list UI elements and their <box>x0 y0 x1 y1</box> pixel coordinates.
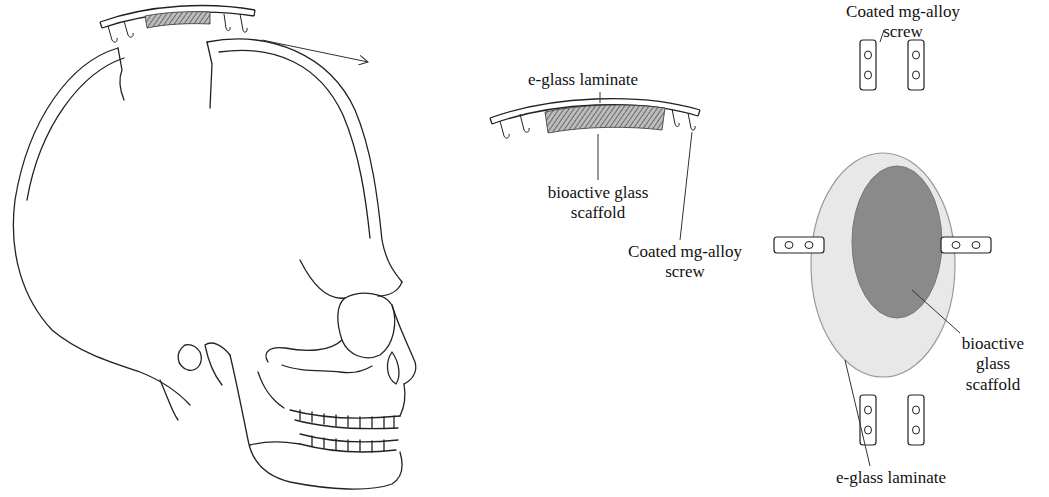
part-label: bioactive glass scaffold <box>538 183 658 224</box>
part-label: Coated mg-alloy screw <box>838 2 968 43</box>
skull-sketch <box>13 39 415 489</box>
part-label: e-glass laminate <box>528 70 638 90</box>
top-view <box>774 30 991 466</box>
cross-section-view <box>490 92 700 240</box>
part-label: e-glass laminate <box>836 468 946 488</box>
implant-sketch <box>100 6 368 62</box>
part-label: bioactive glass scaffold <box>950 334 1036 395</box>
part-label: Coated mg-alloy screw <box>620 242 750 283</box>
